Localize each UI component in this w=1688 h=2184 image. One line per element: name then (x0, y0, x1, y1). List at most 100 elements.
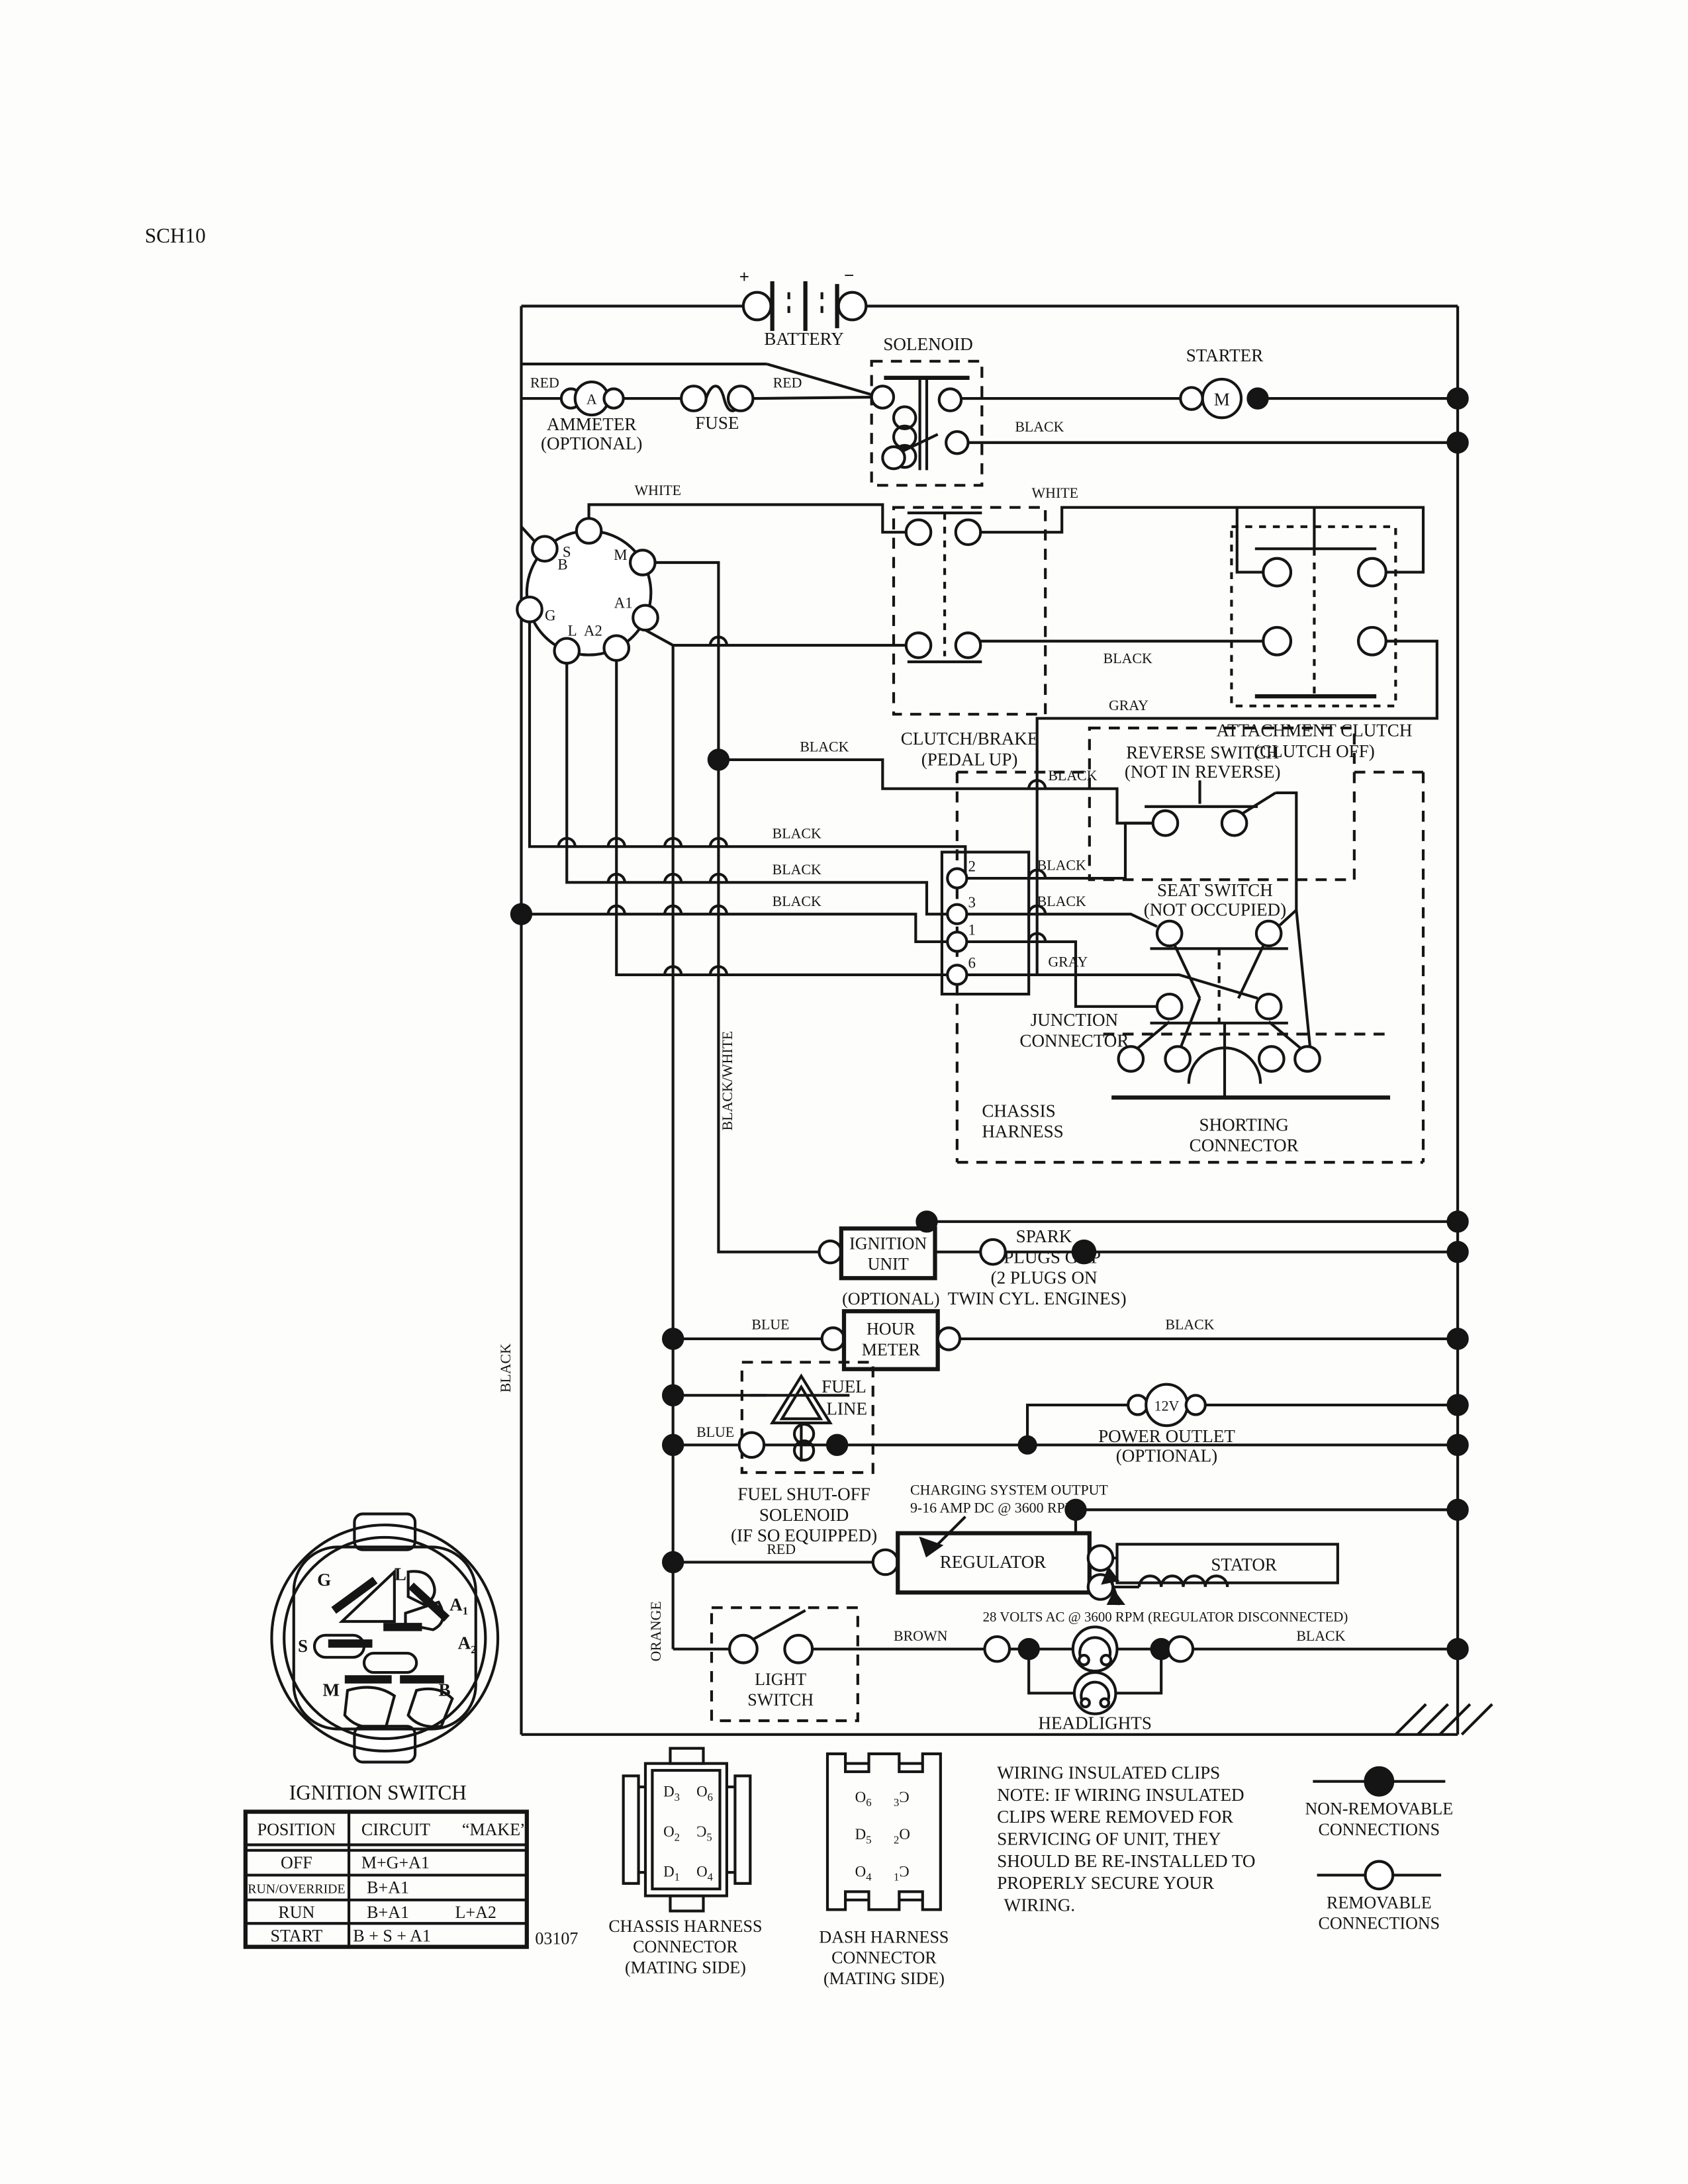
stator-arrows-icon (1101, 1566, 1126, 1606)
junction-pin-3: 3 (968, 894, 976, 911)
seat-switch-label-1: SEAT SWITCH (1157, 880, 1273, 900)
chassis-connector-caption-2: CONNECTOR (633, 1937, 738, 1956)
note-line: PROPERLY SECURE YOUR (997, 1873, 1215, 1893)
connector-pin: O2 (663, 1823, 680, 1843)
connector-pin: D5 (855, 1826, 872, 1846)
reverse-switch-label-2: (NOT IN REVERSE) (1125, 762, 1281, 782)
sheet-code: SCH10 (145, 224, 206, 248)
wire-label-black-j3: BLACK (1037, 893, 1086, 909)
terminal-l: L (568, 622, 577, 639)
ammeter-label-1: AMMETER (547, 414, 637, 434)
spark-label-1: SPARK (1016, 1226, 1072, 1246)
chassis-harness-connector: D3 O6 O2 Ɔ5 D1 O4 (622, 1747, 752, 1913)
connector-pin: O4 (855, 1863, 872, 1883)
battery-minus-label: − (844, 265, 854, 285)
terminal-m: M (614, 547, 627, 563)
charging-arrow-icon (919, 1516, 966, 1558)
seat-switch (1150, 919, 1288, 1024)
chassis-connector-caption-1: CHASSIS HARNESS (608, 1917, 762, 1936)
starter-m-glyph: M (1214, 390, 1230, 410)
wire-label-black-b: BLACK (773, 862, 821, 878)
battery-plus-label: + (739, 267, 749, 287)
fuse-label: FUSE (695, 413, 739, 433)
junction-connector: 2 3 1 6 (940, 850, 1031, 996)
drawing-terminal-a2: A2 (458, 1633, 477, 1656)
legend-removable: REMOVABLE CONNECTIONS (1317, 1860, 1442, 1933)
wire-label-brown: BROWN (894, 1628, 948, 1644)
power-buses (520, 304, 1460, 1736)
spark-plug-wire (935, 1238, 1458, 1266)
headlights-label: HEADLIGHTS (1038, 1713, 1151, 1733)
solenoid-label: SOLENOID (883, 334, 972, 354)
terminal-a2: A2 (584, 622, 602, 639)
battery-symbol: + − (739, 265, 868, 332)
fuel-solenoid-label-1: FUEL SHUT-OFF (737, 1484, 870, 1504)
wire-label-red-1: RED (530, 375, 559, 390)
terminal-a1: A1 (614, 595, 633, 612)
wire-label-black-headlights: BLACK (1296, 1628, 1345, 1644)
table-row: START (271, 1926, 323, 1945)
wire-label-black-clutch: BLACK (1103, 651, 1152, 666)
clutch-brake-label-2: (PEDAL UP) (921, 749, 1018, 769)
junction-pin-2: 2 (968, 858, 976, 875)
light-switch: LIGHT SWITCH (673, 1606, 859, 1723)
junction-pin-6: 6 (968, 955, 976, 972)
table-header-position: POSITION (258, 1820, 336, 1839)
note-line: WIRING. (1004, 1895, 1076, 1915)
power-outlet-label-1: POWER OUTLET (1098, 1426, 1235, 1446)
table-cell: L+A2 (455, 1903, 496, 1922)
ammeter-a-glyph: A (586, 391, 597, 407)
wire-label-black-vertical: BLACK (498, 1343, 514, 1392)
note-line: SHOULD BE RE-INSTALLED TO (997, 1851, 1255, 1871)
dash-connector-caption-1: DASH HARNESS (819, 1927, 949, 1946)
table-row: RUN/OVERRIDE (248, 1882, 345, 1896)
dash-harness-connector: O6 3Ɔ D5 2O O4 1Ɔ (825, 1752, 942, 1911)
note-line: WIRING INSULATED CLIPS (997, 1763, 1220, 1783)
wire-label-red-2: RED (773, 375, 802, 390)
chassis-harness-label-2: HARNESS (982, 1122, 1063, 1142)
part-number: 03107 (535, 1929, 578, 1948)
ammeter-label-2: (OPTIONAL) (541, 433, 642, 453)
legend-removable-label-1: REMOVABLE (1327, 1893, 1432, 1912)
wire-label-blue-1: BLUE (751, 1316, 789, 1332)
shorting-label-1: SHORTING (1199, 1115, 1289, 1134)
table-header-make: “MAKE” (462, 1820, 528, 1839)
note-line: CLIPS WERE REMOVED FOR (997, 1807, 1234, 1827)
clutch-brake-switch (892, 506, 1047, 716)
wire-hops (557, 635, 1047, 976)
table-cell: B + S + A1 (353, 1926, 431, 1945)
battery-feed-wire (521, 362, 880, 398)
terminal-s: S (563, 544, 571, 561)
regulator-label: REGULATOR (940, 1552, 1047, 1572)
connector-pin: O4 (696, 1863, 714, 1883)
power-outlet: 12V (1017, 1383, 1458, 1455)
attachment-clutch-switch (1230, 525, 1397, 707)
attachment-clutch-label-1: ATTACHMENT CLUTCH (1216, 721, 1412, 741)
table-cell: M+G+A1 (361, 1853, 430, 1872)
starter-label: STARTER (1186, 345, 1264, 365)
shorting-connector (1103, 909, 1393, 1100)
wire-label-blue-2: BLUE (696, 1424, 734, 1440)
table-row: RUN (278, 1903, 314, 1922)
legend-nonremovable-label-1: NON-REMOVABLE (1305, 1799, 1453, 1819)
table-cell: B+A1 (367, 1878, 409, 1897)
wire-label-black-c: BLACK (773, 893, 821, 909)
power-outlet-12v: 12V (1154, 1398, 1180, 1414)
ignition-unit-label-2: UNIT (868, 1255, 909, 1274)
terminal-g: G (545, 608, 556, 624)
fuel-solenoid-label-3: (IF SO EQUIPPED) (731, 1525, 877, 1545)
wire-label-blackwhite-vertical: BLACK/WHITE (720, 1031, 735, 1131)
fuel-solenoid-label-2: SOLENOID (759, 1505, 849, 1525)
legend-nonremovable-label-2: CONNECTIONS (1318, 1820, 1440, 1839)
power-outlet-label-2: (OPTIONAL) (1116, 1445, 1217, 1465)
drawing-terminal-m: M (323, 1680, 340, 1700)
junction-dot-mwire (707, 749, 730, 771)
light-switch-label-1: LIGHT (755, 1670, 806, 1689)
chassis-connector-caption-3: (MATING SIDE) (625, 1958, 746, 1977)
ignition-unit-label-1: IGNITION (849, 1234, 927, 1253)
hour-meter-label-1: HOUR (867, 1320, 915, 1339)
stator-label: STATOR (1211, 1555, 1278, 1574)
spark-label-2: PLUGS GAP (1004, 1247, 1101, 1267)
wire-label-orange-vertical: ORANGE (648, 1601, 664, 1661)
connector-pin: D1 (663, 1863, 680, 1883)
